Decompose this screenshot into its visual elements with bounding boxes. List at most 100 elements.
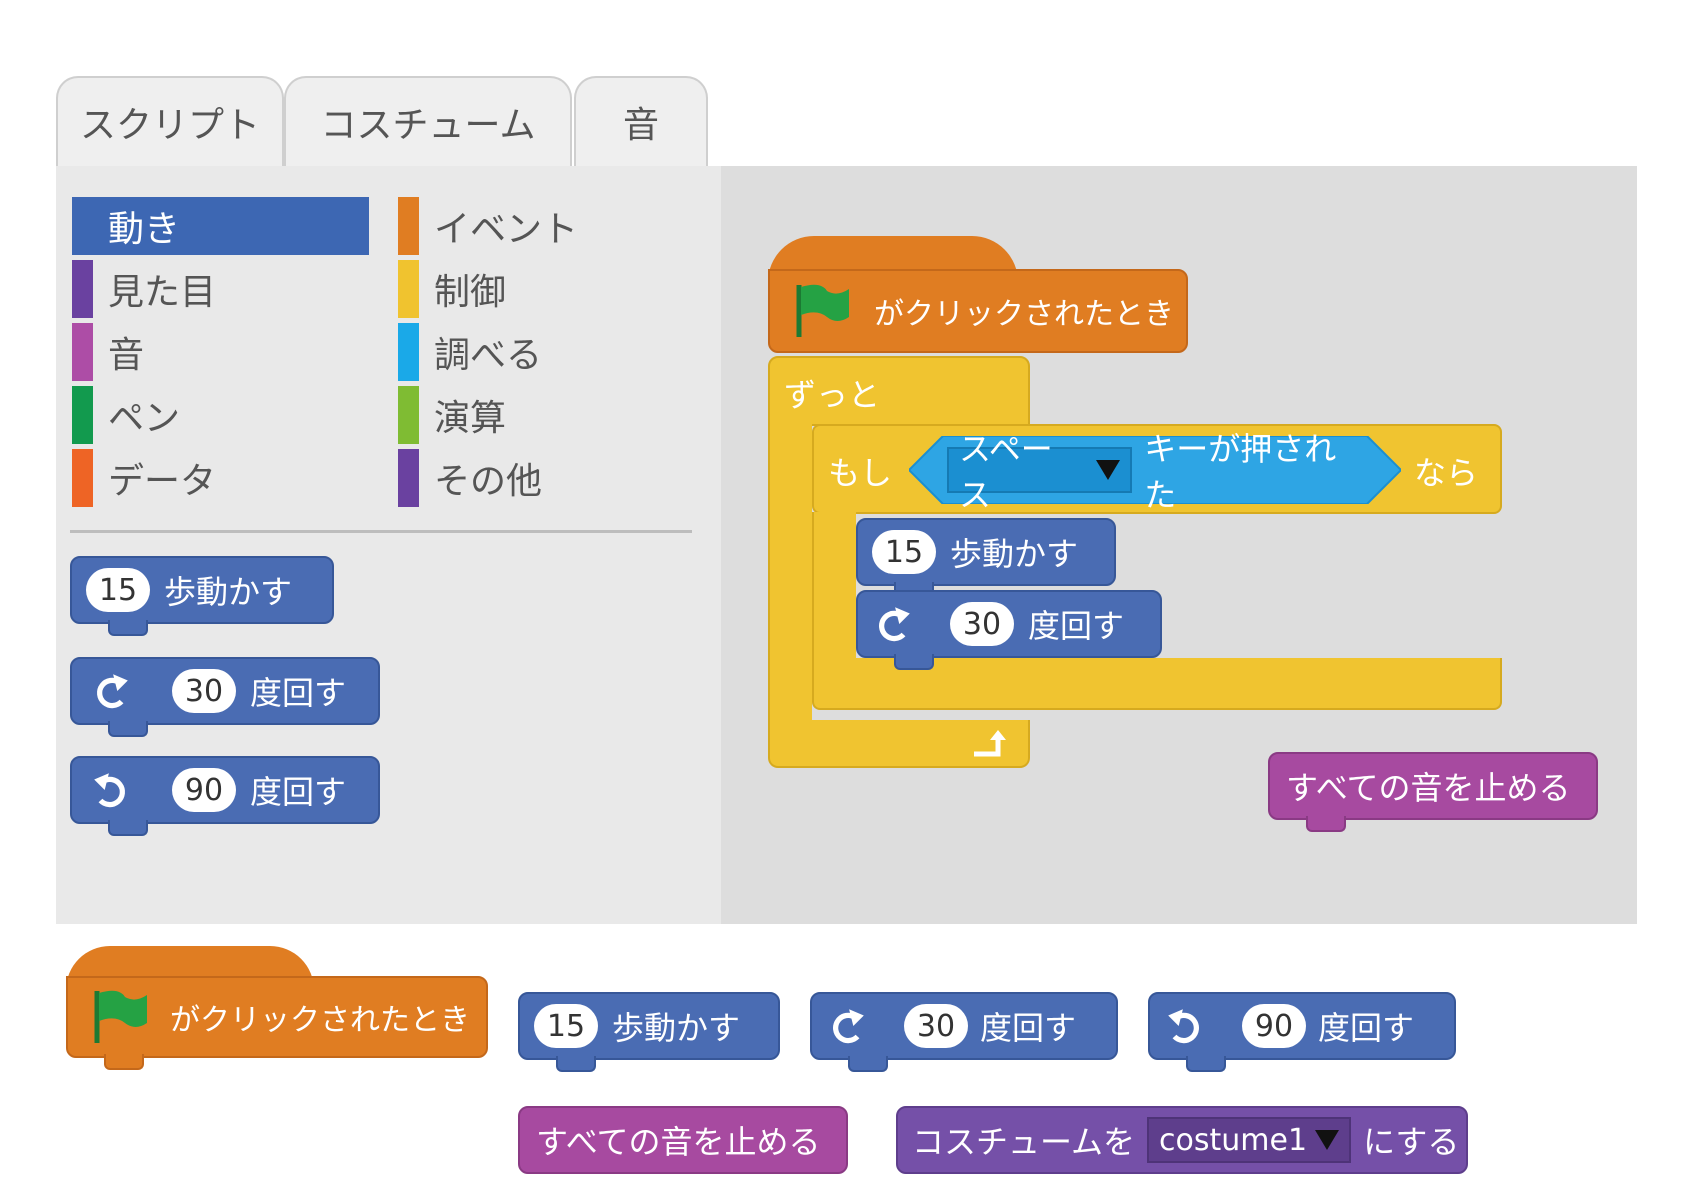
category-label: 演算 — [434, 398, 507, 439]
block-notch — [894, 654, 934, 670]
steps-input[interactable]: 15 — [872, 530, 936, 574]
block-notch — [848, 1056, 888, 1072]
turn-block-label: 度回す — [1318, 1009, 1415, 1047]
key-dropdown[interactable]: スペース — [947, 430, 1133, 514]
palette-turn-right-block[interactable]: 30 度回す — [70, 657, 380, 737]
key-pressed-block[interactable]: スペース キーが押された — [943, 430, 1367, 514]
block-notch — [556, 1056, 596, 1072]
block-notch — [1186, 1056, 1226, 1072]
chevron-down-icon — [1315, 1130, 1340, 1150]
block-notch — [1306, 816, 1346, 832]
tab-sounds-label: 音 — [622, 105, 659, 146]
if-block-arm — [812, 512, 856, 660]
when-flag-clicked-block[interactable]: がクリックされたとき — [768, 269, 1188, 353]
stop-sounds-label: すべての音を止める — [536, 1123, 821, 1161]
block-notch — [108, 721, 148, 737]
category-operators[interactable]: 演算 — [398, 386, 688, 444]
turn-right-icon — [879, 607, 910, 642]
category-color-swatch — [72, 449, 93, 507]
tab-costumes[interactable]: コスチューム — [284, 76, 572, 166]
category-events[interactable]: イベント — [398, 197, 688, 255]
tab-scripts[interactable]: スクリプト — [56, 76, 284, 166]
legend-turn-left-block[interactable]: 90 度回す — [1148, 992, 1456, 1072]
category-divider — [70, 530, 692, 533]
category-sound[interactable]: 音 — [72, 323, 369, 381]
green-flag-icon — [94, 990, 147, 1043]
turn-right-icon — [833, 1009, 864, 1044]
costume-dropdown[interactable]: costume1 — [1147, 1117, 1352, 1163]
turn-block-label: 度回す — [250, 773, 347, 811]
degrees-input[interactable]: 90 — [172, 768, 236, 812]
forever-block[interactable]: ずっと — [768, 356, 1030, 426]
turn-left-icon — [94, 773, 125, 808]
tab-sounds[interactable]: 音 — [574, 76, 708, 166]
category-data[interactable]: データ — [72, 449, 369, 507]
tab-scripts-label: スクリプト — [79, 105, 260, 146]
category-label: イベント — [434, 209, 579, 250]
loop-arrow-icon — [974, 730, 1006, 757]
stop-sounds-label: すべての音を止める — [1286, 769, 1571, 807]
script-stop-sounds-block[interactable]: すべての音を止める — [1268, 752, 1598, 832]
degrees-input[interactable]: 30 — [904, 1004, 968, 1048]
block-notch — [108, 620, 148, 636]
degrees-input[interactable]: 30 — [172, 669, 236, 713]
category-more-blocks[interactable]: その他 — [398, 449, 688, 507]
legend-when-flag-clicked-block[interactable]: がクリックされたとき — [66, 976, 488, 1070]
key-dropdown-value: スペース — [959, 430, 1053, 514]
category-color-swatch — [72, 386, 93, 444]
forever-block-bottom — [768, 720, 1030, 768]
palette-move-block[interactable]: 15 歩動かす — [70, 556, 334, 636]
category-label: 音 — [108, 335, 145, 376]
category-color-swatch — [72, 260, 93, 318]
script-move-block[interactable]: 15 歩動かす — [856, 518, 1116, 598]
category-label: その他 — [434, 461, 543, 502]
category-color-swatch — [398, 197, 419, 255]
category-color-swatch — [72, 197, 93, 255]
category-color-swatch — [398, 386, 419, 444]
category-control[interactable]: 制御 — [398, 260, 688, 318]
category-label: 見た目 — [108, 272, 217, 313]
category-label: データ — [108, 461, 217, 502]
turn-block-label: 度回す — [250, 674, 347, 712]
turn-left-icon — [1168, 1009, 1199, 1044]
category-pen[interactable]: ペン — [72, 386, 369, 444]
costume-dropdown-value: costume1 — [1159, 1122, 1308, 1158]
legend-switch-costume-block[interactable]: コスチュームを costume1 にする — [896, 1106, 1468, 1174]
degrees-input[interactable]: 30 — [950, 602, 1014, 646]
green-flag-icon — [796, 284, 849, 337]
category-motion[interactable]: 動き — [72, 197, 369, 255]
script-turn-block[interactable]: 30 度回す — [856, 590, 1162, 670]
block-notch — [108, 820, 148, 836]
hat-block-label: がクリックされたとき — [874, 297, 1174, 332]
category-label: ペン — [108, 398, 181, 439]
category-label: 動き — [108, 209, 181, 250]
move-block-label: 歩動かす — [612, 1009, 741, 1047]
script-area[interactable]: がクリックされたとき ずっと もし なら スペース キーが押された 15 歩動か… — [721, 166, 1637, 924]
category-color-swatch — [398, 260, 419, 318]
steps-input[interactable]: 15 — [534, 1004, 598, 1048]
category-color-swatch — [72, 323, 93, 381]
forever-block-arm — [768, 424, 812, 722]
category-looks[interactable]: 見た目 — [72, 260, 369, 318]
if-block-suffix: なら — [1413, 454, 1478, 492]
steps-input[interactable]: 15 — [86, 568, 150, 612]
turn-block-label: 度回す — [980, 1009, 1077, 1047]
if-block-label: もし — [828, 454, 893, 492]
tab-costumes-label: コスチューム — [320, 105, 536, 146]
palette-turn-left-block[interactable]: 90 度回す — [70, 756, 380, 836]
category-sensing[interactable]: 調べる — [398, 323, 688, 381]
key-pressed-label: キーが押された — [1144, 430, 1337, 514]
legend-turn-right-block[interactable]: 30 度回す — [810, 992, 1118, 1072]
chevron-down-icon — [1096, 460, 1121, 480]
legend-move-block[interactable]: 15 歩動かす — [518, 992, 780, 1072]
block-notch — [104, 1054, 144, 1070]
legend-stop-sounds-block[interactable]: すべての音を止める — [518, 1106, 848, 1174]
move-block-label: 歩動かす — [164, 573, 293, 611]
forever-block-label: ずっと — [784, 376, 881, 414]
switch-costume-suffix: にする — [1363, 1123, 1460, 1161]
category-color-swatch — [398, 323, 419, 381]
degrees-input[interactable]: 90 — [1242, 1004, 1306, 1048]
block-palette: 動き 見た目 音 ペン データ イベント 制御 調べる 演算 その他 15 歩動 — [56, 166, 721, 924]
move-block-label: 歩動かす — [950, 535, 1079, 573]
category-color-swatch — [398, 449, 419, 507]
